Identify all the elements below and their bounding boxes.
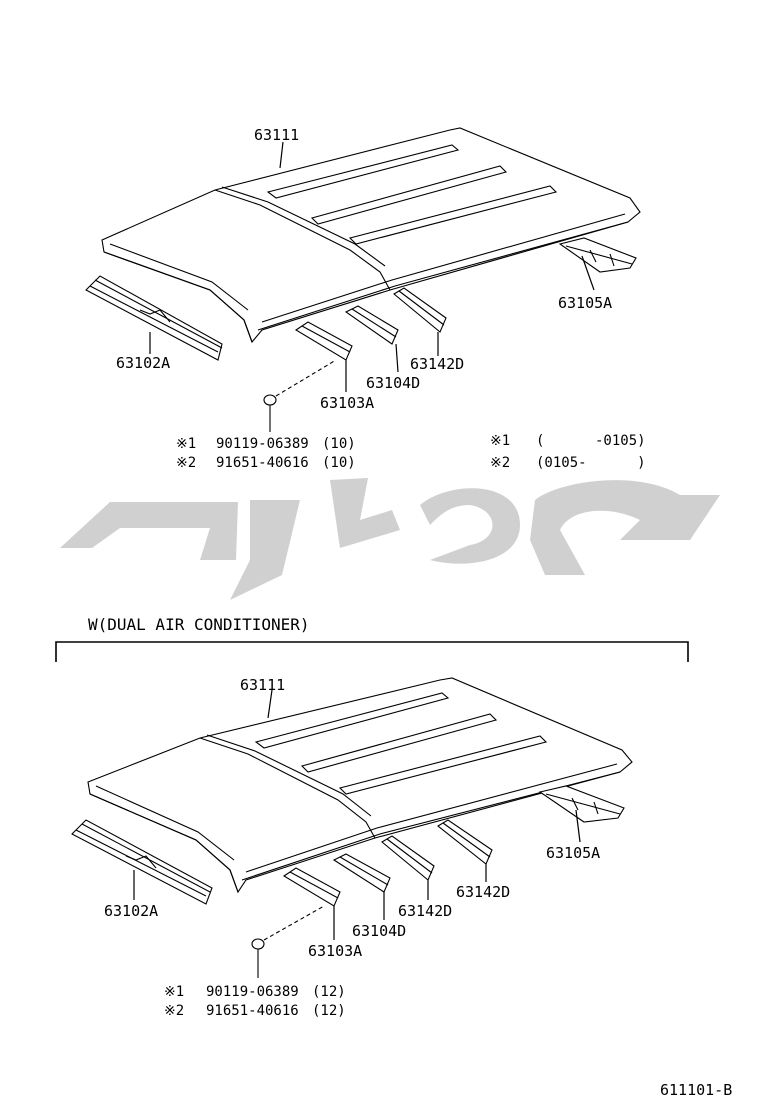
section-heading: W(DUAL AIR CONDITIONER)	[88, 615, 310, 634]
roof-bow-63142D-top	[393, 287, 447, 333]
date-range: ( -0105)	[536, 433, 646, 449]
note-part-number: 91651-40616	[206, 1003, 299, 1019]
label-63102A-top: 63102A	[116, 354, 170, 372]
label-63104D-bottom: 63104D	[352, 922, 406, 940]
section-bracket	[55, 641, 689, 662]
roof-rail-63102A-bottom	[71, 819, 213, 905]
note-part-number: 90119-06389	[206, 984, 299, 1000]
bottom-roof-assembly	[71, 677, 633, 978]
date-range: (0105- )	[536, 455, 646, 471]
roof-panel-63111-top	[101, 127, 641, 344]
note-quantity: (10)	[322, 436, 356, 452]
label-63104D-top: 63104D	[366, 374, 420, 392]
label-63142D-top: 63142D	[410, 355, 464, 373]
label-63105A-bottom: 63105A	[546, 844, 600, 862]
roof-bow-63104D-top	[344, 305, 399, 345]
top-roof-assembly	[85, 127, 641, 432]
roof-bow-63142D-bottom-2	[437, 819, 493, 865]
watermark-logo	[60, 478, 720, 600]
note-quantity: (12)	[312, 984, 346, 1000]
fastener-notes-top: ※1 90119-06389 (10) ※2 91651-40616 (10)	[176, 436, 356, 471]
date-mark: ※2	[490, 455, 510, 471]
roof-bow-63103A-bottom	[282, 867, 341, 907]
label-63102A-bottom: 63102A	[104, 902, 158, 920]
roof-rail-63105A-bottom	[538, 785, 625, 823]
sheet-code: 611101-B	[660, 1081, 732, 1099]
roof-rail-63102A-top	[85, 275, 223, 361]
note-mark: ※2	[176, 455, 196, 471]
note-part-number: 91651-40616	[216, 455, 309, 471]
label-63111-bottom: 63111	[240, 676, 285, 694]
note-part-number: 90119-06389	[216, 436, 309, 452]
label-63105A-top: 63105A	[558, 294, 612, 312]
date-range-notes: ※1 ( -0105) ※2 (0105- )	[490, 433, 646, 471]
note-mark: ※2	[164, 1003, 184, 1019]
roof-bow-63104D-bottom	[332, 853, 391, 893]
date-mark: ※1	[490, 433, 510, 449]
label-63142D-bottom-2: 63142D	[456, 883, 510, 901]
note-mark: ※1	[164, 984, 184, 1000]
roof-panel-63111-bottom	[87, 677, 633, 894]
note-quantity: (10)	[322, 455, 356, 471]
label-63142D-bottom-1: 63142D	[398, 902, 452, 920]
note-mark: ※1	[176, 436, 196, 452]
bolt-icon	[263, 359, 337, 432]
label-63103A-bottom: 63103A	[308, 942, 362, 960]
roof-rail-63105A-top	[558, 237, 637, 273]
label-63103A-top: 63103A	[320, 394, 374, 412]
fastener-notes-bottom: ※1 90119-06389 (12) ※2 91651-40616 (12)	[164, 984, 346, 1019]
roof-bow-63142D-bottom-1	[381, 835, 435, 881]
label-63111-top: 63111	[254, 126, 299, 144]
bolt-icon	[251, 905, 325, 978]
note-quantity: (12)	[312, 1003, 346, 1019]
roof-bow-63103A-top	[294, 321, 353, 361]
